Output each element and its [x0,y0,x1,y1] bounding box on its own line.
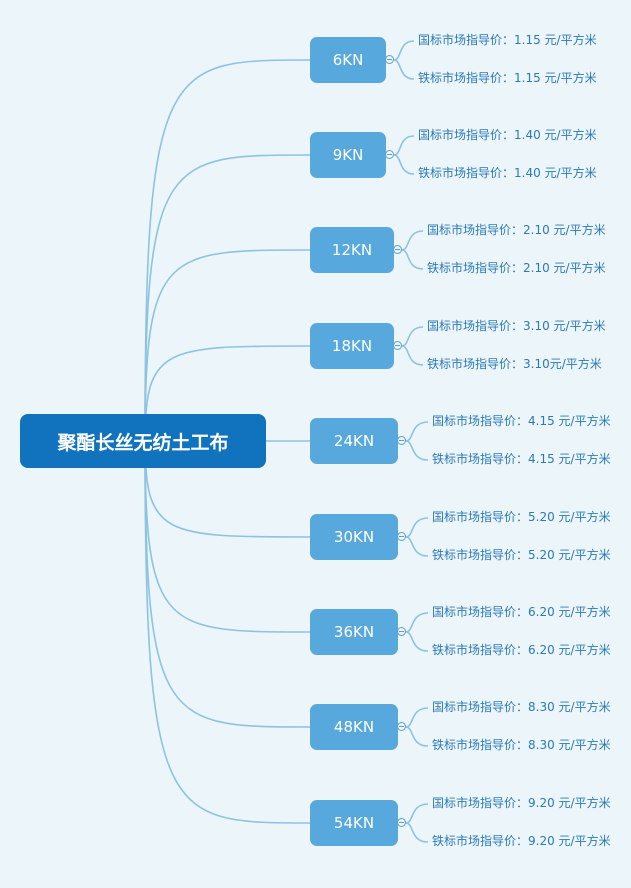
leaf-tb-price[interactable]: 铁标市场指导价：4.15 元/平方米 [432,452,611,466]
collapse-toggle-icon[interactable] [397,722,406,731]
root-connector [144,440,311,824]
leaf-tb-price[interactable]: 铁标市场指导价：5.20 元/平方米 [432,548,611,562]
collapse-toggle-icon[interactable] [393,245,402,254]
branch-node-36kn[interactable]: 36KN [310,609,398,655]
leaf-connector [405,707,429,728]
leaf-connector [401,230,424,251]
leaf-connector [405,822,429,843]
root-connector [144,440,311,728]
leaf-tb-price[interactable]: 铁标市场指导价：6.20 元/平方米 [432,643,611,657]
branch-node-18kn[interactable]: 18KN [310,323,394,369]
leaf-tb-price[interactable]: 铁标市场指导价：8.30 元/平方米 [432,738,611,752]
leaf-connector [393,154,415,175]
leaf-connector [405,536,429,557]
leaf-gb-price[interactable]: 国标市场指导价：2.10 元/平方米 [427,223,606,237]
leaf-connector [405,803,429,824]
leaf-connector [393,40,415,61]
leaf-connector [401,326,424,347]
branch-node-48kn[interactable]: 48KN [310,704,398,750]
leaf-connector [405,517,429,538]
leaf-connector [401,345,424,366]
leaf-connector [393,59,415,80]
leaf-gb-price[interactable]: 国标市场指导价：4.15 元/平方米 [432,414,611,428]
root-connector [144,249,311,442]
collapse-toggle-icon[interactable] [397,436,406,445]
leaf-gb-price[interactable]: 国标市场指导价：1.40 元/平方米 [418,128,597,142]
branch-node-30kn[interactable]: 30KN [310,514,398,560]
leaf-connector [405,612,429,633]
leaf-gb-price[interactable]: 国标市场指导价：3.10 元/平方米 [427,319,606,333]
leaf-tb-price[interactable]: 铁标市场指导价：9.20 元/平方米 [432,834,611,848]
collapse-toggle-icon[interactable] [393,341,402,350]
leaf-connector [405,440,429,461]
leaf-tb-price[interactable]: 铁标市场指导价：1.15 元/平方米 [418,71,597,85]
leaf-connector [401,249,424,270]
leaf-gb-price[interactable]: 国标市场指导价：1.15 元/平方米 [418,33,597,47]
collapse-toggle-icon[interactable] [397,627,406,636]
branch-node-24kn[interactable]: 24KN [310,418,398,464]
leaf-connector [405,631,429,652]
branch-node-6kn[interactable]: 6KN [310,37,386,83]
collapse-toggle-icon[interactable] [385,150,394,159]
collapse-toggle-icon[interactable] [385,55,394,64]
root-connector [144,345,311,442]
leaf-tb-price[interactable]: 铁标市场指导价：1.40 元/平方米 [418,166,597,180]
leaf-connector [393,135,415,156]
branch-node-54kn[interactable]: 54KN [310,800,398,846]
leaf-gb-price[interactable]: 国标市场指导价：8.30 元/平方米 [432,700,611,714]
root-topic[interactable]: 聚酯长丝无纺土工布 [20,414,266,468]
branch-node-12kn[interactable]: 12KN [310,227,394,273]
leaf-connector [405,726,429,747]
leaf-connector [405,421,429,442]
leaf-tb-price[interactable]: 铁标市场指导价：3.10元/平方米 [427,357,602,371]
leaf-gb-price[interactable]: 国标市场指导价：5.20 元/平方米 [432,510,611,524]
root-connector [144,154,311,442]
leaf-gb-price[interactable]: 国标市场指导价：9.20 元/平方米 [432,796,611,810]
root-connector [144,440,311,538]
root-connector [144,440,311,633]
leaf-tb-price[interactable]: 铁标市场指导价：2.10 元/平方米 [427,261,606,275]
collapse-toggle-icon[interactable] [397,532,406,541]
branch-node-9kn[interactable]: 9KN [310,132,386,178]
collapse-toggle-icon[interactable] [397,818,406,827]
root-connector [144,59,311,442]
leaf-gb-price[interactable]: 国标市场指导价：6.20 元/平方米 [432,605,611,619]
